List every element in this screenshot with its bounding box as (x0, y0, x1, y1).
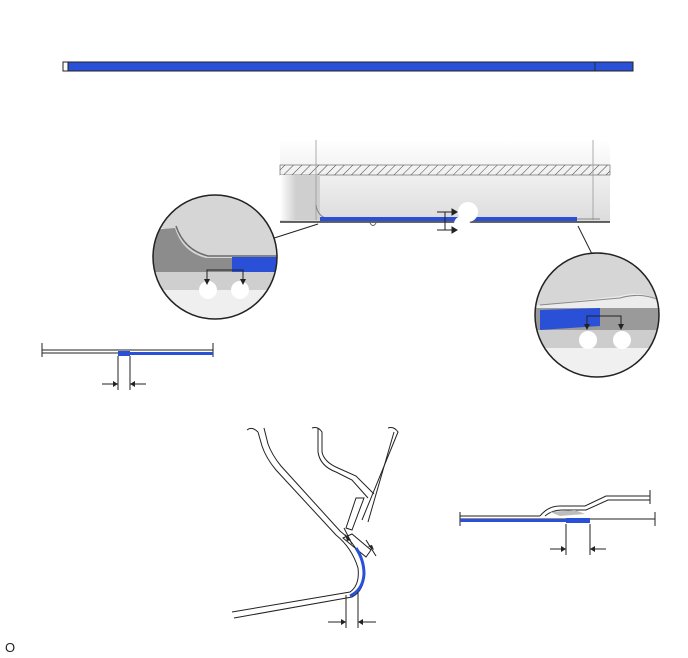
detail-circle-right (534, 252, 660, 378)
leader-line-left (267, 223, 319, 241)
cross-section-curved (231, 427, 399, 628)
figure-code-label: O (5, 640, 16, 655)
curved-dimension-arrows (341, 534, 374, 625)
tape-strip-top (62, 61, 634, 72)
panel-view (279, 140, 611, 232)
detail-circle-left (152, 194, 278, 320)
bracket-arrow-marker (437, 208, 458, 234)
cross-section-flat (41, 343, 214, 390)
cross-section-stepped (459, 490, 656, 555)
leader-line-right (577, 225, 593, 255)
